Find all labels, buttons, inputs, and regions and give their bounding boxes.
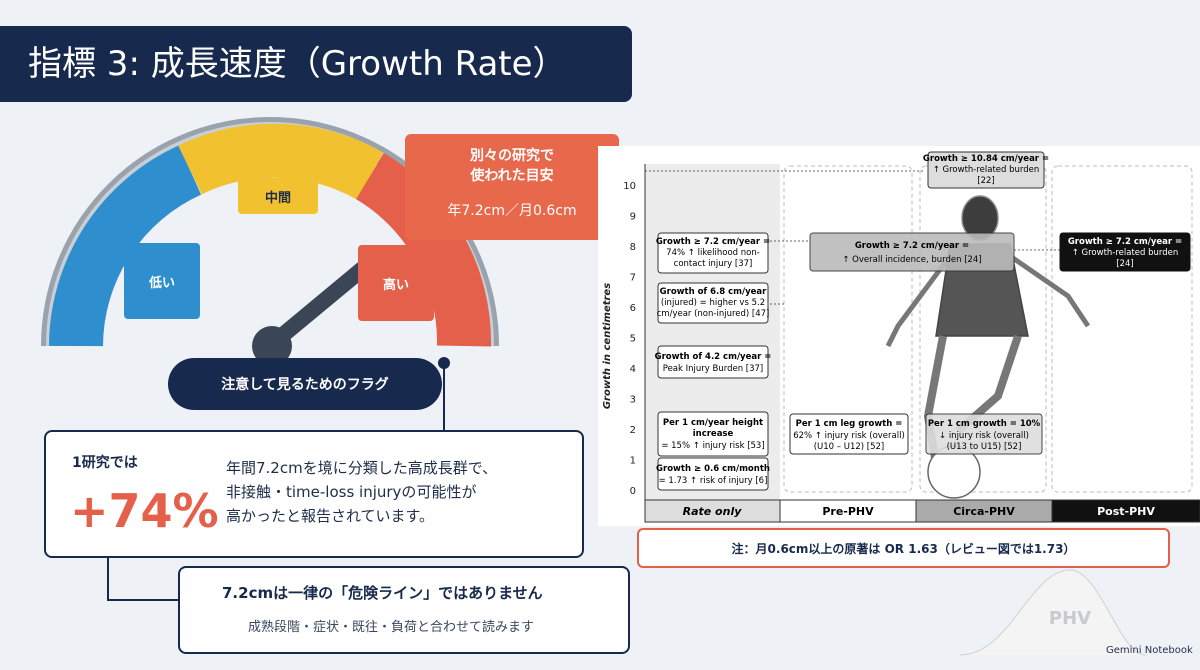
note-box: 注：月0.6cm以上の原著は OR 1.63（レビュー図では1.73） xyxy=(637,528,1170,568)
col-post-label: Post-PHV xyxy=(1097,505,1155,518)
svg-text:(U13 to U15) [52]: (U13 to U15) [52] xyxy=(947,442,1022,452)
growth-figure: 0 1 2 3 4 5 6 7 8 9 10 Growth in centimetres Growt… xyxy=(598,146,1200,526)
svg-text:↑ Overall incidence, burden [2: ↑ Overall incidence, burden [24] xyxy=(842,255,981,265)
col-pre-label: Pre-PHV xyxy=(822,505,874,518)
svg-text:contact injury [37]: contact injury [37] xyxy=(674,259,753,269)
flag-pill: 注意して見るためのフラグ xyxy=(168,358,442,410)
svg-text:Growth of 6.8 cm/year: Growth of 6.8 cm/year xyxy=(660,287,767,297)
y-tick-label: 3 xyxy=(630,395,636,406)
y-tick-label: 8 xyxy=(630,242,636,253)
y-tick-label: 2 xyxy=(630,425,636,436)
y-tick-label: 6 xyxy=(630,303,636,314)
connector-lines xyxy=(107,357,450,601)
svg-text:Per 1 cm/year height: Per 1 cm/year height xyxy=(663,418,763,428)
svg-text:Growth ≥ 7.2 cm/year =: Growth ≥ 7.2 cm/year = xyxy=(1068,237,1182,247)
callout-line1: 別々の研究で xyxy=(470,148,554,164)
callout-line2: 使われた目安 xyxy=(470,168,554,184)
phv-label: PHV xyxy=(1049,608,1091,629)
svg-text:= 15% ↑ injury risk [53]: = 15% ↑ injury risk [53] xyxy=(661,441,764,451)
svg-text:(U10 – U12) [52]: (U10 – U12) [52] xyxy=(814,442,885,452)
svg-text:[22]: [22] xyxy=(977,176,994,186)
threshold-callout: 別々の研究で 使われた目安 年7.2cm／月0.6cm xyxy=(405,134,619,240)
study-card-line1: 年間7.2cmを境に分類した高成長群で、 xyxy=(226,459,498,477)
caution-card: 7.2cmは一律の「危険ライン」ではありません 成熟段階・症状・既往・負荷と合わ… xyxy=(178,566,630,654)
svg-text:Growth ≥ 7.2 cm/year =: Growth ≥ 7.2 cm/year = xyxy=(656,237,770,247)
svg-text:Growth ≥ 7.2 cm/year =: Growth ≥ 7.2 cm/year = xyxy=(855,241,969,251)
caution-card-heading: 7.2cmは一律の「危険ライン」ではありません xyxy=(222,584,543,602)
svg-text:↓ injury risk (overall): ↓ injury risk (overall) xyxy=(939,431,1029,441)
study-card: 1研究では +74% 年間7.2cmを境に分類した高成長群で、 非接触・time… xyxy=(44,430,584,558)
study-card-heading: 1研究では xyxy=(72,455,138,471)
svg-text:Per 1 cm leg growth =: Per 1 cm leg growth = xyxy=(796,419,903,429)
y-tick-label: 5 xyxy=(630,334,636,345)
y-tick-label: 4 xyxy=(630,364,636,375)
caution-card-sub: 成熟段階・症状・既往・負荷と合わせて読みます xyxy=(248,620,535,635)
study-card-text: 年間7.2cmを境に分類した高成長群で、 非接触・time-loss injur… xyxy=(226,456,566,528)
svg-text:cm/year (non-injured) [47]: cm/year (non-injured) [47] xyxy=(657,309,770,319)
phv-curve: PHV xyxy=(959,569,1146,656)
gauge-low-label: 低い xyxy=(124,243,200,319)
col-rate-label: Rate only xyxy=(683,505,743,518)
study-card-line3: 高かったと報告されています。 xyxy=(226,507,435,525)
svg-text:Growth of 4.2 cm/year =: Growth of 4.2 cm/year = xyxy=(655,352,772,362)
callout-value: 年7.2cm／月0.6cm xyxy=(447,203,577,219)
svg-text:↑ Growth-related burden: ↑ Growth-related burden xyxy=(1072,248,1179,258)
svg-text:74% ↑ likelihood non-: 74% ↑ likelihood non- xyxy=(666,248,760,258)
gauge-hub xyxy=(252,326,292,366)
gauge-high-label: 高い xyxy=(358,245,434,321)
y-tick-label: 0 xyxy=(630,486,636,497)
svg-text:↑ Growth-related burden: ↑ Growth-related burden xyxy=(933,165,1040,175)
study-card-line2: 非接触・time-loss injuryの可能性が xyxy=(226,483,477,501)
svg-text:Per 1 cm growth = 10%: Per 1 cm growth = 10% xyxy=(928,419,1041,429)
y-tick-label: 9 xyxy=(630,212,636,223)
svg-text:Peak Injury Burden [37]: Peak Injury Burden [37] xyxy=(663,364,763,374)
svg-text:[24]: [24] xyxy=(1116,259,1133,269)
svg-text:(injured) = higher vs 5.2: (injured) = higher vs 5.2 xyxy=(661,298,765,308)
svg-text:62% ↑ injury risk (overall): 62% ↑ injury risk (overall) xyxy=(793,431,905,441)
y-tick-label: 1 xyxy=(630,456,636,467)
study-card-stat: +74% xyxy=(70,484,219,538)
svg-text:Growth ≥ 0.6 cm/month: Growth ≥ 0.6 cm/month xyxy=(656,464,770,474)
page-title: 指標 3: 成長速度（Growth Rate） xyxy=(0,26,632,102)
svg-text:Growth ≥ 10.84 cm/year =: Growth ≥ 10.84 cm/year = xyxy=(923,154,1049,164)
svg-text:= 1.73 ↑ risk of injury [6]: = 1.73 ↑ risk of injury [6] xyxy=(659,476,768,486)
gauge-mid-label: 中間 xyxy=(238,178,318,214)
growth-figure-svg: 0 1 2 3 4 5 6 7 8 9 10 Growth in centimetres Growt… xyxy=(602,151,1200,523)
y-axis-label: Growth in centimetres xyxy=(602,283,613,409)
y-tick-label: 10 xyxy=(623,181,636,192)
gauge-graphic xyxy=(41,117,499,366)
y-tick-label: 7 xyxy=(630,273,636,284)
svg-text:increase: increase xyxy=(693,429,734,439)
col-circa-label: Circa-PHV xyxy=(953,505,1015,518)
footer-logo: Gemini Notebook xyxy=(1106,645,1193,656)
